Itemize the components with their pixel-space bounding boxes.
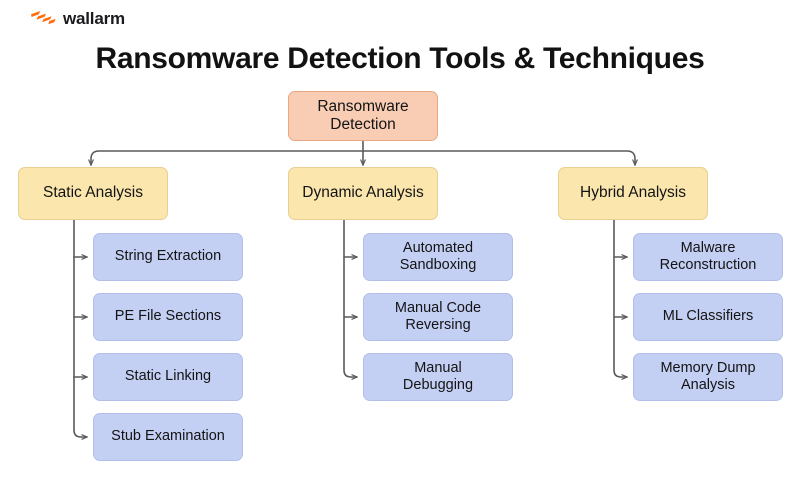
node-label: Manual Debugging (402, 359, 474, 393)
node-automated-sandboxing[interactable]: Automated Sandboxing (363, 233, 513, 281)
node-label: Dynamic Analysis (302, 184, 424, 202)
node-pe-file-sections[interactable]: PE File Sections (93, 293, 243, 341)
node-label: Static Linking (124, 368, 212, 385)
node-label: Manual Code Reversing (394, 299, 482, 333)
node-memory-dump-analysis[interactable]: Memory Dump Analysis (633, 353, 783, 401)
node-hybrid-analysis[interactable]: Hybrid Analysis (558, 167, 708, 220)
brand-name: wallarm (63, 8, 125, 28)
node-malware-reconstruction[interactable]: Malware Reconstruction (633, 233, 783, 281)
node-dynamic-analysis[interactable]: Dynamic Analysis (288, 167, 438, 220)
node-label: PE File Sections (114, 308, 222, 325)
node-ransomware-detection[interactable]: Ransomware Detection (288, 91, 438, 141)
node-label: ML Classifiers (662, 308, 754, 325)
node-label: Hybrid Analysis (580, 184, 686, 202)
node-stub-examination[interactable]: Stub Examination (93, 413, 243, 461)
node-label: Static Analysis (43, 184, 143, 202)
node-label: Malware Reconstruction (659, 239, 757, 273)
page-title: Ransomware Detection Tools & Techniques (95, 42, 705, 75)
node-static-analysis[interactable]: Static Analysis (18, 167, 168, 220)
node-label: Ransomware Detection (317, 97, 409, 133)
node-string-extraction[interactable]: String Extraction (93, 233, 243, 281)
node-label: Stub Examination (111, 428, 225, 445)
node-label: String Extraction (114, 248, 222, 265)
node-manual-code-reversing[interactable]: Manual Code Reversing (363, 293, 513, 341)
node-manual-debugging[interactable]: Manual Debugging (363, 353, 513, 401)
brand-logo: wallarm (30, 6, 125, 30)
node-static-linking[interactable]: Static Linking (93, 353, 243, 401)
wallarm-bolt-logo-icon (31, 11, 56, 25)
node-ml-classifiers[interactable]: ML Classifiers (633, 293, 783, 341)
node-label: Automated Sandboxing (399, 239, 477, 273)
node-label: Memory Dump Analysis (660, 359, 756, 393)
